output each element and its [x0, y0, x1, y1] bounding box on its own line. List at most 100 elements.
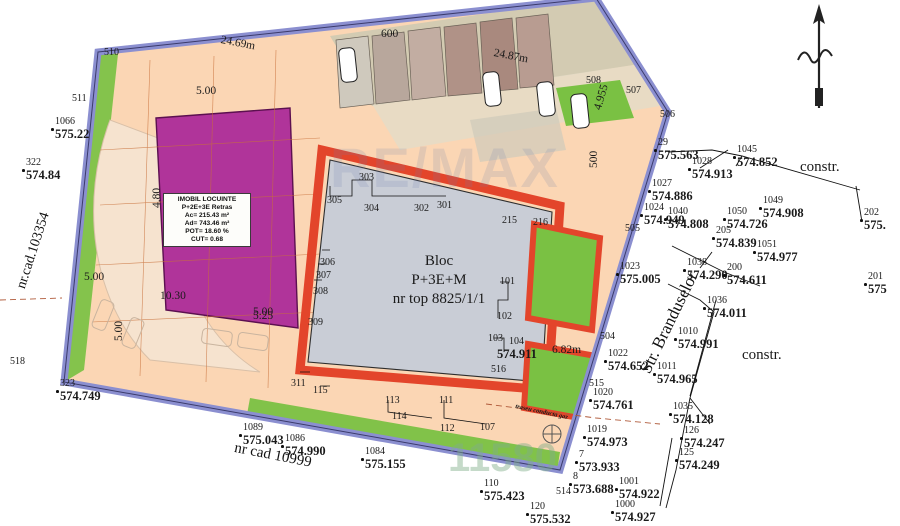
- existing-block-name: Bloc: [424, 253, 454, 269]
- survey-point-marker: [653, 373, 656, 376]
- survey-point-id: 504: [600, 331, 615, 342]
- survey-point-id: 322: [26, 157, 41, 168]
- survey-point-marker: [526, 513, 529, 516]
- survey-point-marker: [683, 269, 686, 272]
- survey-point-elevation: 574.128: [673, 411, 714, 426]
- survey-point-id: 1040: [668, 206, 688, 217]
- survey-point-elevation: 574.991: [678, 336, 719, 351]
- dimension-label: 5.25: [253, 310, 274, 322]
- survey-point-elevation: 574.913: [692, 166, 733, 181]
- survey-point-id: 1024: [644, 202, 664, 213]
- survey-point-elevation: 574.249: [679, 457, 720, 472]
- watermark-number: 11580: [448, 436, 558, 480]
- survey-point-id: 1084: [365, 446, 385, 457]
- survey-point-id: 1035: [673, 401, 693, 412]
- dimension-label: 5.00: [253, 306, 274, 318]
- survey-point-id: 1038: [687, 257, 707, 268]
- outline-vertex-label: 107: [480, 422, 495, 433]
- neighbour-parcel-lines: [659, 149, 863, 509]
- survey-point-id: 1000: [615, 499, 635, 510]
- survey-point-elevation: 574.839: [716, 235, 757, 250]
- outline-vertex-label: 516: [491, 364, 506, 375]
- survey-point-marker: [640, 214, 643, 217]
- survey-point-elevation: 574.611: [727, 272, 767, 287]
- survey-point-elevation: 575.423: [484, 488, 525, 503]
- survey-point-marker: [723, 274, 726, 277]
- survey-point-marker: [281, 445, 284, 448]
- survey-point-id: 1089: [243, 422, 263, 433]
- outline-vertex-label: 309: [308, 317, 323, 328]
- survey-point-marker: [688, 168, 691, 171]
- proposed-building-infobox: IMOBIL LOCUINTE P+2E+3E Retras Ac= 215.4…: [163, 193, 251, 248]
- outline-vertex-label: 103: [488, 333, 503, 344]
- survey-point: 507: [626, 85, 641, 97]
- survey-point-marker: [664, 218, 667, 221]
- survey-point-id: 1027: [652, 178, 672, 189]
- survey-point: 514: [556, 486, 571, 498]
- outline-vertex-label: 113: [385, 395, 400, 406]
- survey-point-elevation: 574.965: [657, 371, 698, 386]
- survey-point-id: 1011: [657, 361, 677, 372]
- survey-point-id: 1028: [692, 156, 712, 167]
- survey-point-marker: [615, 488, 618, 491]
- survey-point-elevation: 574.761: [593, 397, 634, 412]
- infobox-ac: Ac= 215.43 m²: [184, 212, 230, 220]
- outline-vertex-label: 305: [327, 195, 342, 206]
- infobox-title: IMOBIL LOCUINTE: [177, 196, 237, 203]
- existing-block-label: Bloc P+3E+M nr top 8825/1/1: [344, 252, 534, 308]
- survey-point-id: 29: [658, 137, 668, 148]
- survey-point-id: 1036: [707, 295, 727, 306]
- survey-point-elevation: 574.886: [652, 188, 693, 203]
- outline-vertex-label: 307: [316, 270, 331, 281]
- survey-point-marker: [480, 490, 483, 493]
- survey-point-marker: [22, 169, 25, 172]
- survey-point-marker: [239, 434, 242, 437]
- outline-vertex-label: 216: [533, 217, 548, 228]
- survey-point-elevation: 575.532: [530, 511, 571, 526]
- site-interior: [64, 0, 668, 470]
- survey-point-elevation: 575.: [864, 217, 886, 232]
- survey-point: 518: [10, 356, 25, 368]
- dimension-label: 5.00: [113, 320, 125, 341]
- existing-block-topo: nr top 8825/1/1: [392, 290, 486, 307]
- survey-point-id: 205: [716, 225, 731, 236]
- survey-point-elevation: 574.726: [727, 216, 768, 231]
- survey-point-id: 1019: [587, 424, 607, 435]
- watermark-brand: RE/MAX: [330, 136, 560, 199]
- infobox-cut: CUT= 0.68: [190, 236, 224, 244]
- survey-point-id: 1010: [678, 326, 698, 337]
- survey-point: 508: [586, 75, 601, 87]
- survey-point-marker: [604, 360, 607, 363]
- survey-point: 505: [625, 223, 640, 235]
- survey-point-marker: [654, 149, 657, 152]
- gas-pipeline: [0, 297, 661, 425]
- survey-point-id: 1066: [55, 116, 75, 127]
- leader-lines: [300, 179, 509, 425]
- survey-point-id: 1020: [593, 387, 613, 398]
- existing-block-regime: P+3E+M: [411, 271, 467, 288]
- survey-point-elevation: 574.977: [757, 249, 798, 264]
- survey-point-id: 507: [626, 85, 641, 96]
- survey-point-elevation: 574.011: [707, 305, 747, 320]
- outline-vertex-label: 102: [497, 311, 512, 322]
- neighbour-construction-label: constr.: [742, 347, 782, 363]
- north-arrow: [797, 4, 833, 108]
- survey-point-id: 125: [679, 447, 694, 458]
